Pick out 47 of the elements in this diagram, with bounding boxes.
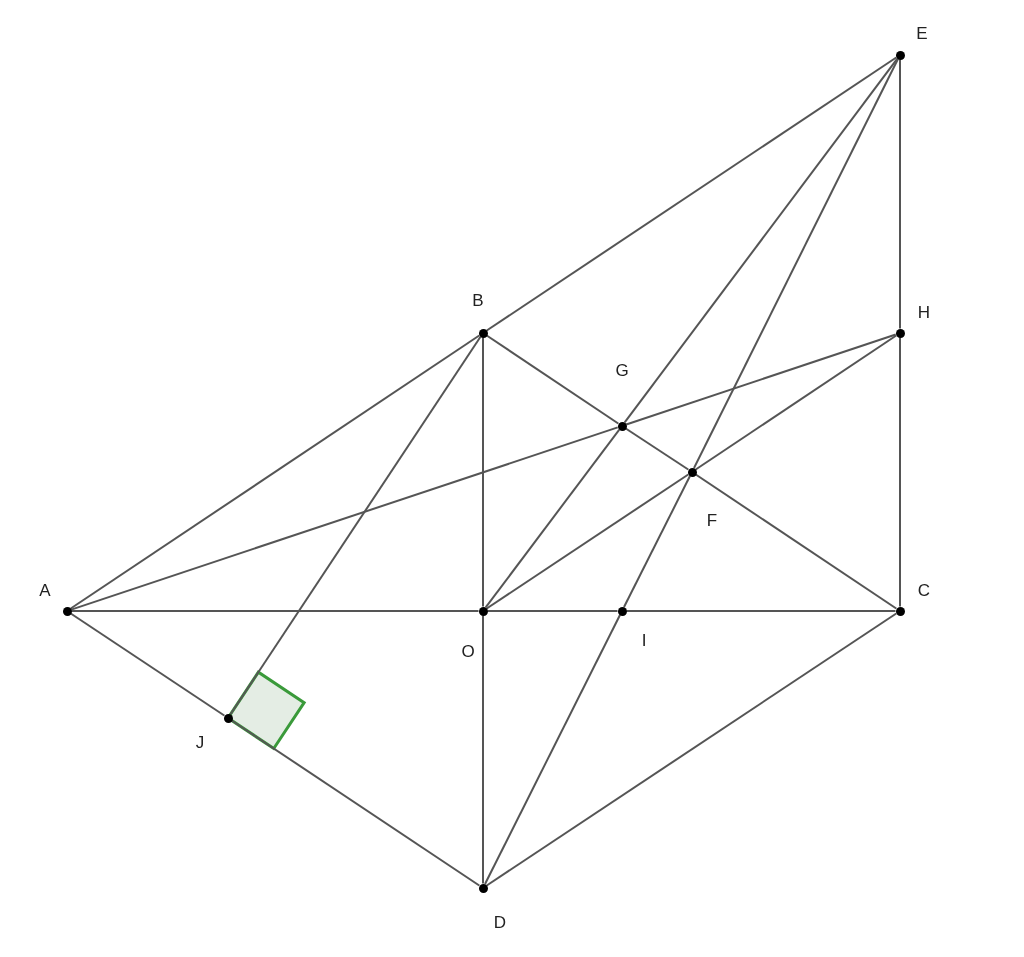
line-segment (484, 614, 621, 885)
line-segment (694, 473, 898, 610)
line-segment (625, 610, 897, 612)
point-dot (223, 713, 233, 723)
line-segment (485, 473, 690, 610)
point-dot (687, 467, 697, 477)
line-segment (485, 334, 620, 425)
line-segment (625, 333, 897, 426)
line-segment (486, 610, 619, 612)
line-segment (693, 58, 899, 469)
line-segment (482, 336, 484, 608)
line-segment (623, 475, 691, 608)
line-segment (623, 57, 899, 424)
line-segment (485, 56, 898, 332)
line-segment (70, 610, 480, 612)
line-segment (484, 428, 621, 609)
line-segment (229, 335, 482, 716)
line-segment (482, 614, 484, 885)
point-dot (895, 328, 905, 338)
line-segment (624, 427, 690, 471)
point-label: J (195, 733, 205, 751)
point-label: C (917, 581, 931, 599)
line-segment (70, 426, 619, 611)
line-segment (899, 58, 901, 330)
point-dot (478, 606, 488, 616)
point-dot (895, 50, 905, 60)
point-dot (62, 606, 72, 616)
line-segment (485, 612, 898, 887)
point-dot (617, 421, 627, 431)
point-label: H (917, 303, 931, 321)
point-label: B (472, 291, 484, 309)
line-segment (230, 719, 481, 887)
line-segment (899, 336, 901, 608)
point-dot (478, 883, 488, 893)
line-segment (69, 334, 481, 610)
line-segment (694, 334, 898, 471)
point-dot (478, 328, 488, 338)
line-segment (69, 612, 226, 717)
point-dot (617, 606, 627, 616)
point-label: I (641, 631, 647, 649)
point-dot (895, 606, 905, 616)
point-label: A (39, 581, 51, 599)
point-label: F (706, 511, 718, 529)
point-label: E (916, 24, 928, 42)
point-label: D (493, 913, 507, 931)
point-label: G (615, 361, 629, 379)
point-label: O (461, 642, 475, 660)
